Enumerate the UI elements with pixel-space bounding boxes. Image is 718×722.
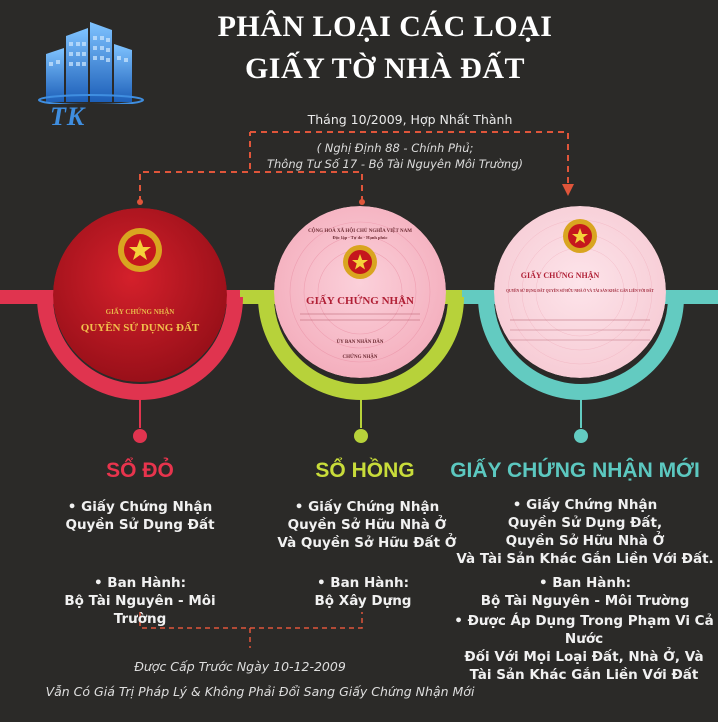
merge-note: ( Nghị Định 88 - Chính Phủ; Thông Tư Số … [230,140,560,172]
gcn-moi-sub: QUYỀN SỬ DỤNG ĐẤT QUYỀN SỞ HỮU NHÀ Ở VÀ … [506,287,654,293]
so-hong-sub: ỦY BAN NHÂN DÂN [337,339,384,345]
so-hong-cover: CỘNG HOÀ XÃ HỘI CHỦ NGHĨA VIỆT NAM Độc l… [274,206,446,378]
footer-connector [139,612,363,648]
merge-connector [139,131,569,202]
so-hong-sub2: CHỨNG NHẬN [343,354,378,360]
gcn-moi-bullet-2: • Ban Hành: Bộ Tài Nguyên - Môi Trường [480,575,690,609]
so-hong-bullet-2: • Ban Hành: Bộ Xây Dựng [314,575,412,609]
logo-text: TK [50,102,86,131]
merge-note-line-2: Thông Tư Số 17 - Bộ Tài Nguyên Môi Trườn… [266,157,524,171]
gcn-moi-bullet-1: • Giấy Chứng Nhận Quyền Sử Dụng Đất, Quy… [456,497,714,567]
emblem-icon [118,228,162,272]
so-do-cover: GIẤY CHỨNG NHẬN QUYỀN SỬ DỤNG ĐẤT [53,208,227,382]
page-title: PHÂN LOẠI CÁC LOẠI GIẤY TỜ NHÀ ĐẤT [150,6,620,90]
emblem-icon [343,245,377,279]
so-hong-bullet-1: • Giấy Chứng Nhận Quyền Sở Hữu Nhà Ở Và … [277,499,457,551]
logo: TK [36,14,146,131]
so-do-bullet-1: • Giấy Chứng Nhận Quyền Sử Dụng Đất [65,499,215,533]
footer-line-1: Được Cấp Trước Ngày 10-12-2009 [134,659,346,674]
footer-line-2: Vẫn Có Giá Trị Pháp Lý & Không Phải Đổi … [45,684,475,699]
title-line-1: PHÂN LOẠI CÁC LOẠI [217,10,553,43]
so-hong-big-text: GIẤY CHỨNG NHẬN [306,294,414,307]
gcn-moi-heading: GIẤY CHỨNG NHẬN MỚI [450,459,700,482]
gcn-moi-bullet-3: • Được Áp Dụng Trong Phạm Vi Cả Nước Đối… [454,613,714,683]
title-line-2: GIẤY TỜ NHÀ ĐẤT [244,52,526,85]
merge-note-line-1: ( Nghị Định 88 - Chính Phủ; [316,141,474,155]
so-hong-heading: SỔ HỒNG [315,459,415,482]
gcn-moi-cover: GIẤY CHỨNG NHẬN QUYỀN SỬ DỤNG ĐẤT QUYỀN … [494,206,666,378]
green-ring [258,296,464,400]
so-do-big-text: QUYỀN SỬ DỤNG ĐẤT [81,321,200,334]
so-do-bullet-2: • Ban Hành: Bộ Tài Nguyên - Môi Trường [64,575,216,627]
teal-ring [478,296,684,400]
gcn-moi-big-text: GIẤY CHỨNG NHẬN [521,270,600,280]
so-hong-motto: Độc lập - Tự do - Hạnh phúc [332,235,387,240]
building-icon [38,22,144,106]
merge-headline: Tháng 10/2009, Hợp Nhất Thành [307,112,513,127]
so-hong-header: CỘNG HOÀ XÃ HỘI CHỦ NGHĨA VIỆT NAM [308,228,412,234]
emblem-icon [563,219,597,253]
arrow-down-icon [562,184,574,196]
red-ring [37,296,243,400]
so-do-heading: SỔ ĐỎ [106,459,174,482]
so-do-small-text: GIẤY CHỨNG NHẬN [106,308,175,316]
